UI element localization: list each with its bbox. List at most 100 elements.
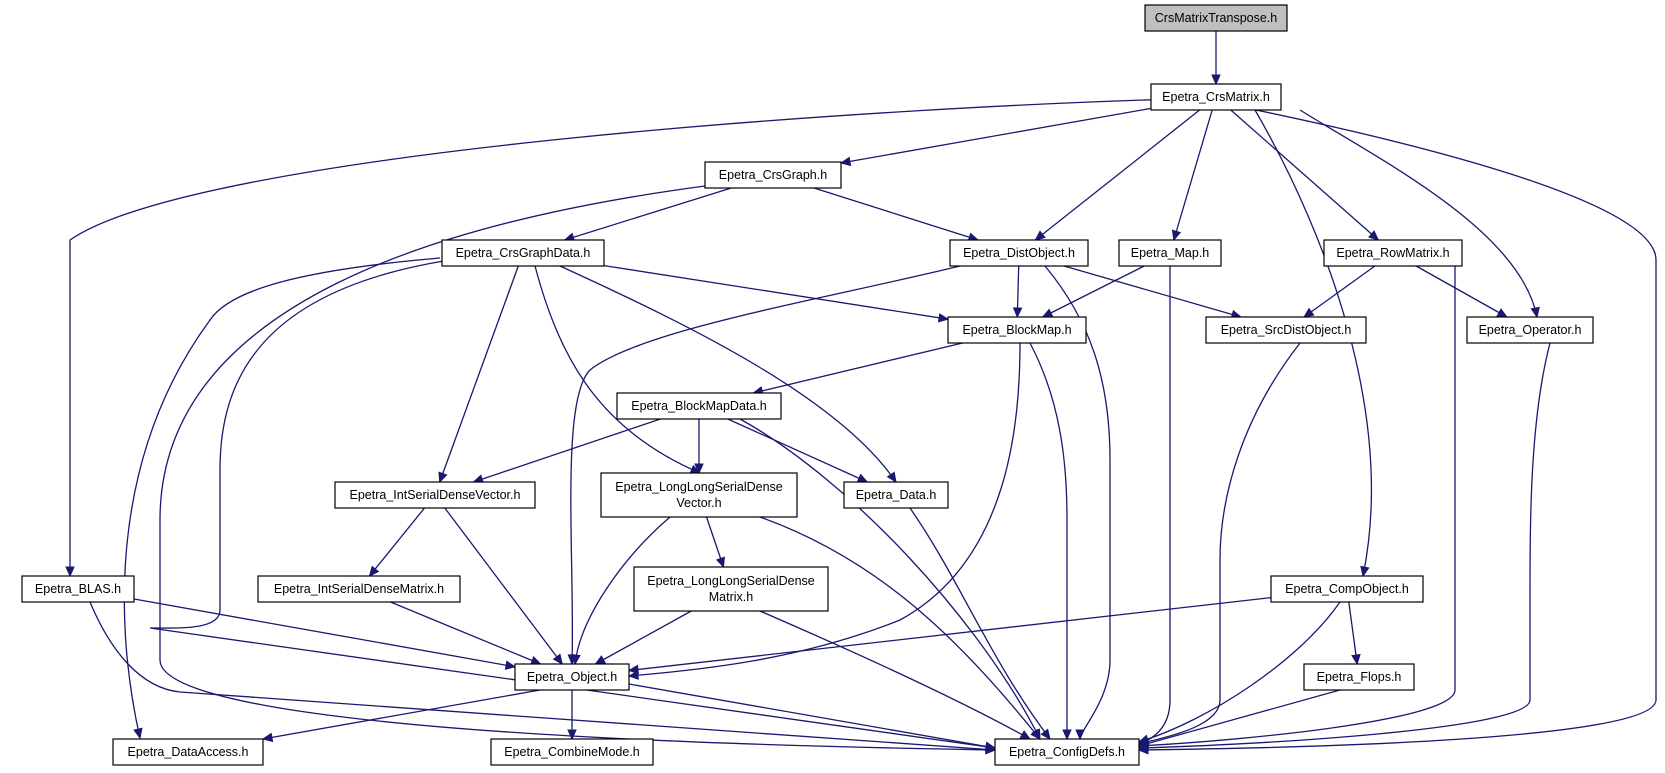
node-epetra-operator[interactable]: Epetra_Operator.h — [1466, 316, 1594, 344]
node-crsmatrixtranspose[interactable]: CrsMatrixTranspose.h — [1144, 4, 1288, 32]
node-epetra-combinemode[interactable]: Epetra_CombineMode.h — [490, 738, 654, 766]
node-epetra-data[interactable]: Epetra_Data.h — [843, 481, 949, 509]
node-box[interactable] — [334, 481, 536, 509]
node-box[interactable] — [704, 161, 842, 189]
node-label: Epetra_IntSerialDenseVector.h — [350, 488, 521, 502]
arrowhead — [1040, 728, 1051, 740]
node-label: Epetra_SrcDistObject.h — [1221, 323, 1352, 337]
edge-line — [909, 507, 1051, 740]
arrowhead — [1137, 738, 1150, 749]
arrowhead — [133, 727, 143, 740]
edge-epetra-crsmatrix-to-epetra-operator — [1299, 109, 1540, 319]
edge-epetra-object-to-epetra-configdefs — [628, 683, 997, 752]
edge-line — [739, 418, 1041, 740]
node-box[interactable] — [490, 738, 654, 766]
node-box[interactable] — [1466, 316, 1594, 344]
node-label: Epetra_Operator.h — [1479, 323, 1582, 337]
edge-epetra-distobject-to-epetra-configdefs — [1044, 265, 1111, 741]
arrowhead — [261, 732, 274, 743]
edge-line — [1138, 689, 1341, 747]
edge-line — [1303, 265, 1376, 318]
node-label: Epetra_Data.h — [856, 488, 937, 502]
edges-layer — [65, 31, 1657, 755]
arrowhead — [1303, 307, 1315, 318]
node-epetra-intserialdensevector[interactable]: Epetra_IntSerialDenseVector.h — [334, 481, 536, 509]
edge-line — [123, 257, 441, 739]
arrowhead — [504, 660, 517, 670]
node-box[interactable] — [1270, 575, 1424, 603]
node-epetra-object[interactable]: Epetra_Object.h — [514, 663, 630, 691]
edge-line — [1034, 109, 1201, 241]
edge-line — [753, 342, 963, 394]
node-epetra-crsgraphdata[interactable]: Epetra_CrsGraphData.h — [441, 239, 605, 267]
node-epetra-flops[interactable]: Epetra_Flops.h — [1303, 663, 1415, 691]
node-box[interactable] — [1150, 83, 1282, 111]
arrowhead — [368, 565, 380, 577]
node-epetra-rowmatrix[interactable]: Epetra_RowMatrix.h — [1323, 239, 1463, 267]
node-box[interactable] — [21, 575, 135, 603]
node-box[interactable] — [514, 663, 630, 691]
edge-line — [564, 187, 732, 241]
node-box[interactable] — [949, 239, 1089, 267]
node-epetra-distobject[interactable]: Epetra_DistObject.h — [949, 239, 1089, 267]
node-epetra-blockmap[interactable]: Epetra_BlockMap.h — [947, 316, 1087, 344]
edge-epetra-blas-to-epetra-object — [133, 598, 517, 670]
node-label: Epetra_CrsGraph.h — [719, 168, 827, 182]
node-epetra-configdefs[interactable]: Epetra_ConfigDefs.h — [994, 738, 1140, 766]
node-label: Epetra_LongLongSerialDense — [647, 574, 815, 588]
node-epetra-intserialdensematrix[interactable]: Epetra_IntSerialDenseMatrix.h — [257, 575, 461, 603]
arrowhead — [1360, 565, 1370, 578]
edge-epetra-srcdistobject-to-epetra-configdefs — [1137, 342, 1301, 746]
node-box[interactable] — [1303, 663, 1415, 691]
edge-epetra-crsmatrix-to-epetra-configdefs — [1137, 109, 1657, 755]
arrowhead — [1351, 653, 1361, 666]
node-box[interactable] — [633, 566, 829, 612]
edge-line — [368, 507, 426, 577]
node-epetra-compobject[interactable]: Epetra_CompObject.h — [1270, 575, 1424, 603]
node-epetra-map[interactable]: Epetra_Map.h — [1118, 239, 1222, 267]
node-epetra-srcdistobject[interactable]: Epetra_SrcDistObject.h — [1205, 316, 1367, 344]
node-label: Epetra_CrsGraphData.h — [456, 246, 591, 260]
edge-epetra-flops-to-epetra-configdefs — [1137, 689, 1341, 749]
edge-line — [628, 683, 996, 749]
edge-epetra-crsgraph-to-epetra-crsgraphdata — [563, 187, 732, 242]
node-box[interactable] — [112, 738, 264, 766]
node-box[interactable] — [1205, 316, 1367, 344]
edge-line — [89, 601, 996, 751]
edge-epetra-rowmatrix-to-epetra-srcdistobject — [1303, 265, 1376, 318]
arrowhead — [552, 653, 563, 665]
edge-epetra-crsmatrix-to-epetra-rowmatrix — [1230, 109, 1380, 241]
edge-epetra-crsgraphdata-to-epetra-longlongserialdensevector — [534, 265, 702, 474]
arrowhead — [1030, 728, 1041, 740]
node-epetra-dataaccess[interactable]: Epetra_DataAccess.h — [112, 738, 264, 766]
edge-epetra-distobject-to-epetra-blockmap — [1012, 265, 1023, 319]
node-epetra-blockmapdata[interactable]: Epetra_BlockMapData.h — [616, 392, 782, 420]
edge-line — [1138, 266, 1171, 745]
node-box[interactable] — [257, 575, 461, 603]
node-box[interactable] — [994, 738, 1140, 766]
edge-line — [603, 264, 949, 320]
edge-epetra-blockmap-to-epetra-configdefs — [1029, 342, 1072, 741]
node-label: CrsMatrixTranspose.h — [1155, 11, 1278, 25]
node-epetra-crsgraph[interactable]: Epetra_CrsGraph.h — [704, 161, 842, 189]
edge-line — [727, 418, 868, 483]
arrowhead — [715, 556, 725, 569]
node-box[interactable] — [1323, 239, 1463, 267]
node-epetra-blas[interactable]: Epetra_BLAS.h — [21, 575, 135, 603]
arrowhead — [856, 473, 869, 483]
edge-epetra-object-to-epetra-combinemode — [567, 690, 577, 741]
node-box[interactable] — [616, 392, 782, 420]
node-box[interactable] — [843, 481, 949, 509]
arrowhead — [839, 156, 852, 167]
edge-epetra-intserialdensevector-to-epetra-object — [444, 507, 563, 665]
node-box[interactable] — [600, 472, 798, 518]
node-box[interactable] — [1144, 4, 1288, 32]
edge-line — [1042, 265, 1145, 318]
node-epetra-crsmatrix[interactable]: Epetra_CrsMatrix.h — [1150, 83, 1282, 111]
node-box[interactable] — [947, 316, 1087, 344]
node-label: Epetra_LongLongSerialDense — [615, 480, 783, 494]
node-box[interactable] — [1118, 239, 1222, 267]
node-box[interactable] — [441, 239, 605, 267]
